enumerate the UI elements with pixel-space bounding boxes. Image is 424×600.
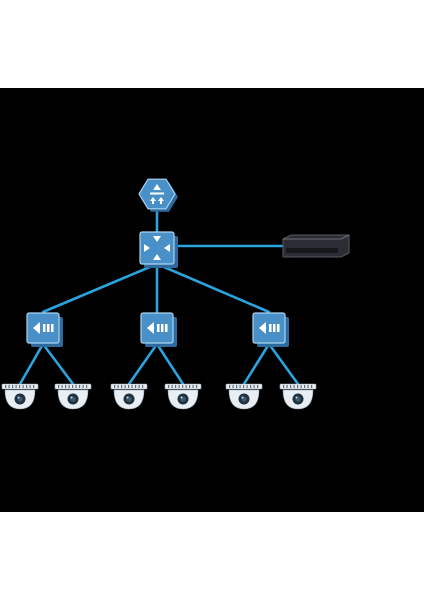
access-switch-2-node: [140, 312, 177, 347]
dome-camera-icon: [279, 383, 317, 410]
dome-camera-icon: [54, 383, 92, 410]
router-icon: [138, 178, 178, 212]
dome-camera-icon: [1, 383, 39, 410]
access-switch-icon: [252, 312, 289, 347]
links-layer: [18, 210, 300, 386]
link-access-switch-1-to-camera-1: [18, 342, 45, 386]
link-access-switch-3-to-camera-6: [267, 342, 300, 386]
dome-camera-icon: [164, 383, 202, 410]
camera-1-node: [1, 383, 39, 410]
access-switch-icon: [140, 312, 177, 347]
link-access-switch-3-to-camera-5: [242, 342, 271, 386]
access-switch-1-node: [26, 312, 63, 347]
core-switch-node: [139, 231, 178, 268]
link-access-switch-1-to-camera-2: [41, 342, 75, 386]
camera-5-node: [225, 383, 263, 410]
link-core-switch-to-access-switch-1: [41, 262, 159, 314]
link-access-switch-2-to-camera-3: [127, 342, 159, 386]
camera-6-node: [279, 383, 317, 410]
dome-camera-icon: [110, 383, 148, 410]
network-topology-diagram: [1, 178, 350, 410]
access-switch-icon: [26, 312, 63, 347]
nvr-node: [282, 234, 350, 258]
network-diagram-canvas: [0, 88, 424, 512]
link-core-switch-to-access-switch-3: [155, 262, 271, 314]
camera-3-node: [110, 383, 148, 410]
access-switch-3-node: [252, 312, 289, 347]
network-video-recorder-icon: [282, 234, 350, 258]
router-node: [138, 178, 178, 212]
camera-4-node: [164, 383, 202, 410]
camera-2-node: [54, 383, 92, 410]
link-access-switch-2-to-camera-4: [155, 342, 185, 386]
nodes-layer: [1, 178, 350, 410]
dome-camera-icon: [225, 383, 263, 410]
core-switch-icon: [139, 231, 178, 268]
